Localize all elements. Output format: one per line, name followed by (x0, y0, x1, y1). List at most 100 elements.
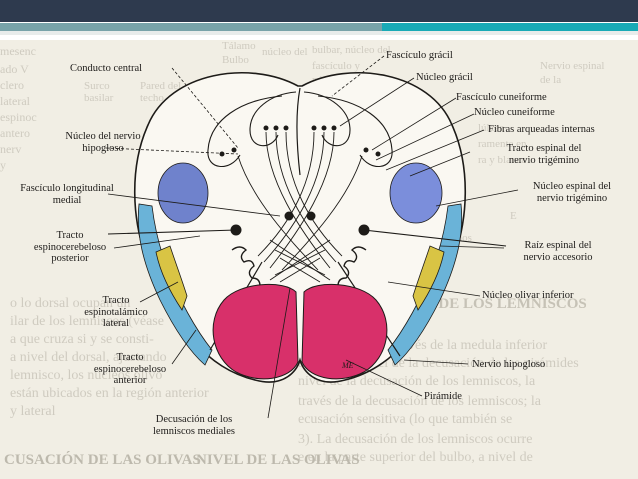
spinothalamic-tract-left (155, 245, 188, 311)
bg-left-text: ado V (0, 62, 29, 76)
bg-heading: NIVEL DE LAS OLIVAS (196, 452, 360, 468)
label-posterior-spinocerebellar-tract: Tracto espinocerebeloso posterior (22, 230, 118, 265)
bg-body-line: a nivel del dorsal, ajustando (10, 350, 167, 365)
label-line: Tracto (56, 230, 84, 241)
bg-top-text: fascículo y (312, 60, 360, 72)
bg-heading: CUSACIÓN DE LAS OLIVAS (4, 452, 201, 468)
bg-body-line: ecusación sensitiva (lo que también se (298, 412, 513, 427)
bg-right-text: E (510, 210, 517, 222)
bg-body-line: 3). La decusación de los lemniscos ocurr… (298, 432, 533, 447)
spinothalamic-tract-right (412, 245, 445, 311)
bg-body-line: lemnisco, los núcleos olivo (10, 368, 163, 383)
bg-right-text: lúlcea (478, 122, 505, 134)
label-line: espinocerebeloso (33, 241, 107, 253)
pyramid-right (301, 283, 388, 380)
label-medial-lemniscal-decussation: Decusación de los lemniscos mediales (134, 414, 254, 437)
bg-top-text: Pared del (140, 80, 182, 92)
label-line: espinotalámico (84, 306, 148, 318)
bg-body-line: e en la parte superior del bulbo, a nive… (298, 450, 533, 465)
label-pyramid: Pirámide (424, 391, 462, 402)
bg-body-line: a que cruza si y se consti- (10, 332, 154, 347)
label-internal-arcuate-fibers: Fibras arqueadas internas (488, 124, 595, 135)
spinocerebellar-tract-right (387, 203, 463, 366)
bg-top-text: techo (140, 92, 164, 104)
label-line: Núcleo espinal del (532, 181, 612, 192)
spinal-accessory-root-right (363, 229, 507, 247)
lemniscal-decussation (269, 239, 331, 283)
label-anterior-spinocerebellar-tract: Tracto espinocerebeloso anterior (82, 352, 178, 387)
slide-accent-bar-right (382, 23, 638, 31)
label-line: lemniscos mediales (153, 425, 235, 437)
label-cuneate-nucleus: Núcleo cuneiforme (474, 107, 555, 118)
bg-top-text: Tálamo (222, 40, 256, 52)
bg-left-text: mesenc (0, 44, 36, 58)
label-line: nervio accesorio (523, 251, 593, 263)
cuneate-fasciculus-right (317, 95, 393, 167)
label-spinal-accessory-root: Raíz espinal del nervio accesorio (508, 240, 608, 263)
label-line: lateral (102, 318, 130, 329)
label-line: nervio trigémino (536, 192, 608, 204)
bg-body-line: y lateral (10, 404, 56, 419)
label-inferior-olivary-nucleus: Núcleo olivar inferior (482, 290, 574, 301)
label-central-canal: Conducto central (70, 63, 143, 74)
label-gracile-fasciculus: Fascículo grácil (386, 50, 453, 61)
leader-lines (105, 55, 519, 419)
label-line: espinocerebeloso (93, 363, 167, 375)
bg-body-line: están ubicados en la región anterior (10, 386, 209, 401)
pyramid-left (212, 283, 299, 380)
label-line: Fascículo longitudinal (20, 183, 114, 194)
bg-top-text: Bulbo (222, 54, 249, 66)
cuneate-fasciculus-left (207, 95, 283, 167)
label-line: medial (52, 194, 82, 206)
label-line: Raíz espinal del (524, 240, 592, 251)
label-cuneate-fasciculus: Fascículo cuneiforme (456, 92, 547, 103)
slide-accent-rule (0, 31, 638, 35)
bg-body-line: o lo dorsal ocupan un (10, 296, 131, 311)
label-line: posterior (51, 253, 89, 264)
spinal-accessory-root-left (107, 229, 237, 235)
bg-right-text: ra y blanca (478, 154, 527, 166)
illustrator-signature: ME (341, 361, 354, 370)
bg-left-text: clero (0, 78, 24, 92)
label-spinal-trigeminal-tract: Tracto espinal del nervio trigémino (488, 143, 600, 166)
spinocerebellar-tract-left (137, 203, 213, 366)
bg-left-text: Surco (84, 80, 110, 92)
spinal-trigeminal-nucleus-right (389, 162, 443, 224)
bg-left-text: y (0, 158, 6, 172)
label-hypoglossal-nerve: Nervio hipogloso (472, 359, 546, 370)
bg-right-text: ramente en (478, 138, 527, 150)
bg-body-line: ilar de los lemniscos (véase (10, 314, 164, 329)
bg-left-text: antero (0, 126, 30, 140)
bg-left-text: nerv (0, 142, 22, 156)
bg-left-text: basilar (84, 92, 114, 104)
label-spinal-trigeminal-nucleus: Núcleo espinal del nervio trigémino (516, 181, 628, 204)
label-lateral-spinothalamic-tract: Tracto espinotalámico lateral (78, 295, 154, 330)
label-hypoglossal-nucleus: Núcleo del nervio hipogloso (54, 131, 152, 154)
medial-longitudinal-fasciculus-left (157, 162, 209, 224)
label-line: Tracto (116, 352, 144, 363)
bg-left-text: espinoc (0, 110, 37, 124)
label-line: nervio trigémino (508, 154, 580, 166)
bg-left-text: lateral (0, 94, 30, 108)
medulla-outline (133, 72, 467, 383)
label-line: Decusación de los (155, 414, 233, 425)
label-line: Núcleo del nervio (65, 131, 141, 142)
slide-accent-bar-left (0, 23, 382, 31)
label-line: Tracto espinal del (506, 143, 582, 154)
label-line: Tracto (102, 295, 130, 306)
bg-body-line: nivel de la decusación de los lemniscos,… (298, 374, 536, 389)
slide-top-bar (0, 0, 638, 22)
label-medial-longitudinal-fasciculus: Fascículo longitudinal medial (12, 183, 122, 206)
bg-body-line: través de la decusación de los lemniscos… (298, 394, 541, 409)
label-line: hipogloso (82, 142, 124, 154)
bg-right-text: Nervio espinal (540, 60, 605, 72)
bg-top-text: núcleo del (262, 46, 308, 58)
bg-top-text: bulbar, núcleo del (312, 44, 391, 56)
internal-arcuate-fibers (237, 131, 363, 271)
bg-right-text: de la (540, 74, 562, 86)
label-line: anterior (113, 375, 147, 386)
dorsal-midline-fold (296, 87, 301, 176)
label-gracile-nucleus: Núcleo grácil (416, 72, 473, 83)
